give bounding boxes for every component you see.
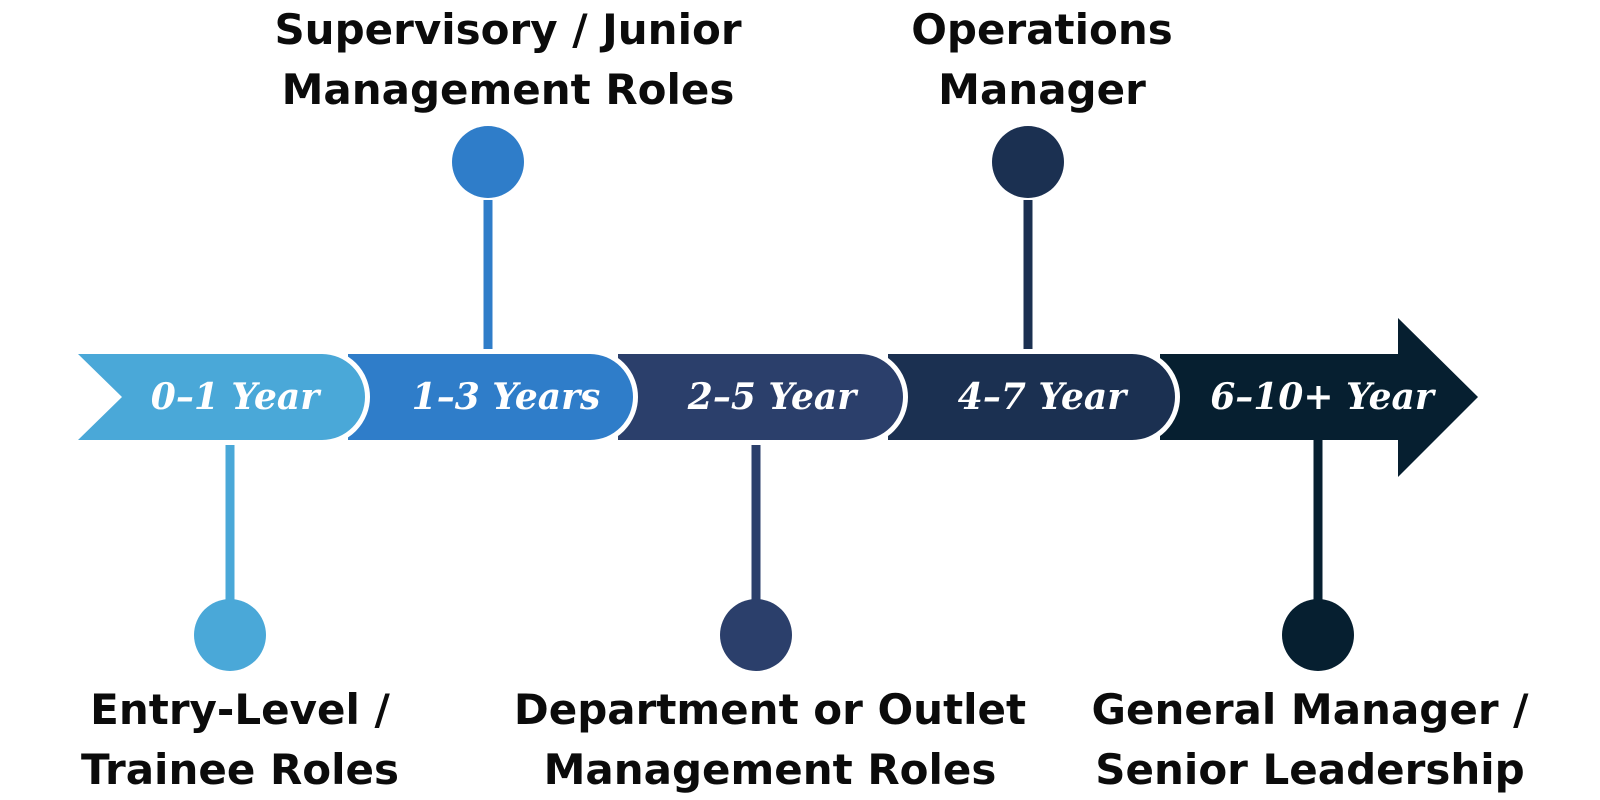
role-title-3-line-2: Management Roles <box>543 745 997 794</box>
pin-1 <box>194 599 266 671</box>
period-label-1: 0–1 Year <box>151 376 322 418</box>
role-title-1-line-2: Trainee Roles <box>80 745 400 794</box>
role-title-5-line-1: General Manager / <box>1091 685 1529 734</box>
role-title-3-line-1: Department or Outlet <box>513 685 1027 734</box>
period-label-2: 1–3 Years <box>412 376 601 418</box>
role-title-4: Operations Manager <box>762 0 1322 120</box>
role-title-2: Supervisory / Junior Management Roles <box>228 0 788 120</box>
role-title-5: General Manager / Senior Leadership <box>1030 680 1590 800</box>
role-title-5-line-2: Senior Leadership <box>1095 745 1525 794</box>
segment-5 <box>1160 318 1478 477</box>
segment-3 <box>613 349 908 445</box>
role-title-1-line-1: Entry-Level / <box>90 685 390 734</box>
role-title-4-line-1: Operations <box>911 5 1173 54</box>
segment-2 <box>343 349 638 445</box>
role-title-2-line-2: Management Roles <box>281 65 735 114</box>
segment-4 <box>883 349 1180 445</box>
pin-3 <box>720 599 792 671</box>
period-label-4: 4–7 Year <box>958 376 1129 418</box>
pin-5 <box>1282 599 1354 671</box>
role-title-3: Department or Outlet Management Roles <box>490 680 1050 800</box>
pin-2 <box>452 126 524 198</box>
role-title-4-line-2: Manager <box>938 65 1146 114</box>
period-label-3: 2–5 Year <box>687 376 859 418</box>
period-label-5: 6–10+ Year <box>1210 376 1437 418</box>
role-title-1: Entry-Level / Trainee Roles <box>0 680 520 800</box>
role-title-2-line-1: Supervisory / Junior <box>274 5 742 54</box>
segment-1 <box>65 349 370 445</box>
pin-4 <box>992 126 1064 198</box>
